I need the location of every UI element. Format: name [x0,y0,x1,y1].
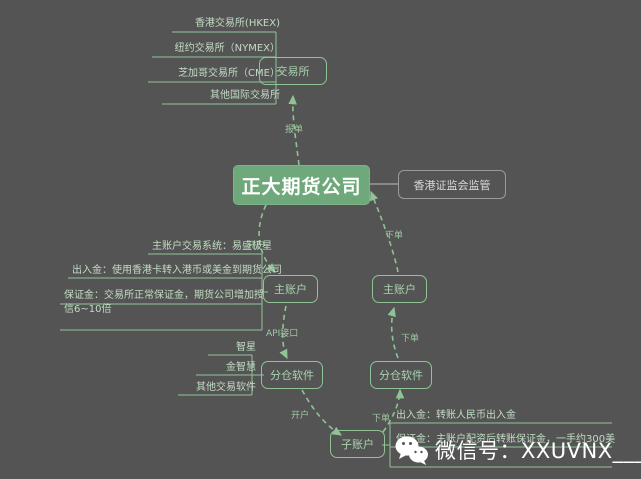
node-split-software-right[interactable]: 分仓软件 [370,361,432,389]
leaf-exchange-other: 其他国际交易所 [210,90,280,101]
node-main-account-right[interactable]: 主账户 [372,275,427,303]
leaf-exchange-hkex: 香港交易所(HKEX) [194,18,280,29]
edge-label-api-interface: API接口 [266,329,299,339]
leaf-exchange-cme: 芝加哥交易所（CME） [178,68,280,79]
edge-label-place-order-sub: 下单 [372,414,391,424]
wechat-icon [395,436,428,465]
leaf-software-jinzhihui: 金智慧 [226,362,256,373]
node-split-software-left[interactable]: 分仓软件 [261,361,323,389]
leaf-software-zhixing: 智星 [236,342,256,353]
watermark: 微信号：XXUVNX____________ [395,435,641,465]
edge-label-open-account-sub: 开户 [291,411,310,421]
edge-label-place-order-mid: 下单 [401,334,420,344]
leaf-main-account-system: 主账户交易系统：易盛极星 [152,241,272,252]
leaf-sub-account-funding: 出入金：转账人民币出入金 [396,410,516,421]
edge-label-report-order: 报单 [285,125,304,135]
node-root-company[interactable]: 正大期货公司 [233,165,370,205]
node-exchange[interactable]: 交易所 [259,57,327,85]
leaf-exchange-nymex: 纽约交易所（NYMEX） [174,43,280,54]
watermark-text: 微信号：XXUVNX____________ [435,439,641,463]
edge-label-open-account-left: 开户 [247,241,266,251]
leaf-sub-account-margin: 保证金：主账户配资后转账保证金，一手约300美 [396,434,616,445]
node-regulator[interactable]: 香港证监会监管 [398,170,506,199]
leaf-software-other: 其他交易软件 [196,382,256,393]
node-sub-account[interactable]: 子账户 [330,430,385,458]
edge-label-place-order-right: 下单 [385,231,404,241]
node-main-account-left[interactable]: 主账户 [263,275,318,303]
leaf-main-account-margin: 保证金：交易所正常保证金，期货公司增加授信6~10倍 [64,290,264,315]
leaf-main-account-funding: 出入金：使用香港卡转入港币或美金到期货公司 [72,265,282,276]
